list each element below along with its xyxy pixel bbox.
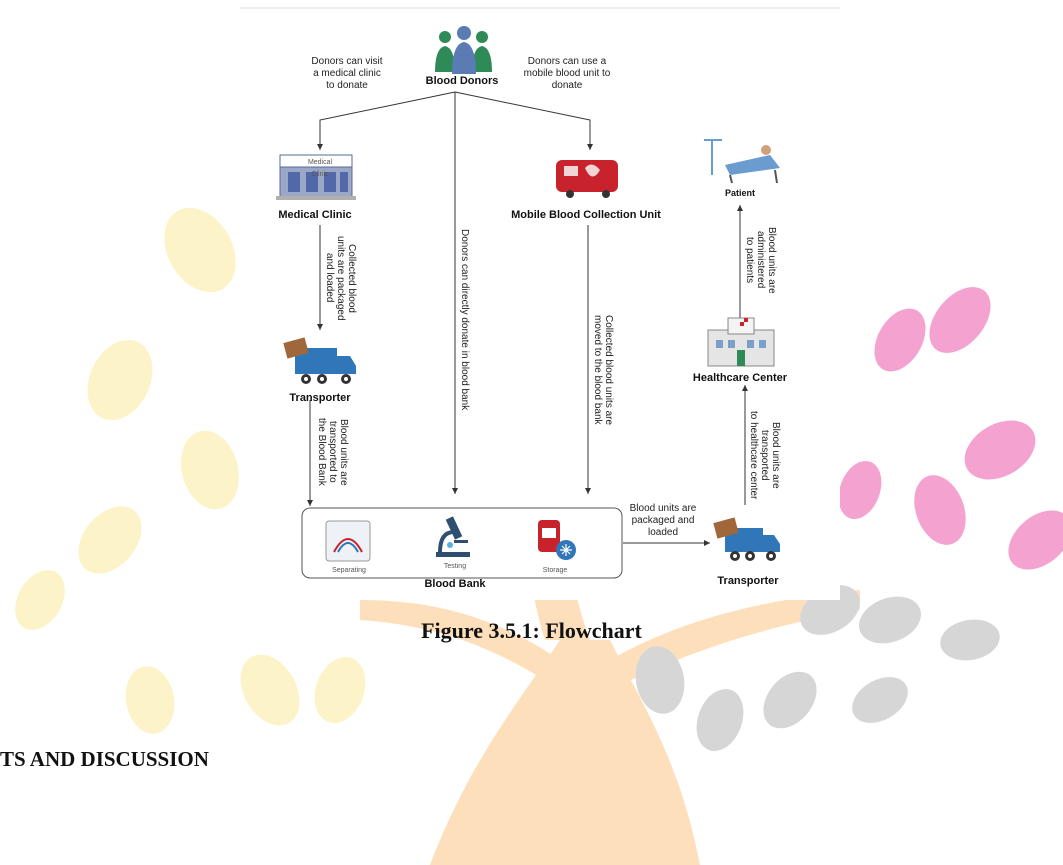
edge-label-line: transported to bbox=[327, 421, 338, 483]
edge-label-direct-donation: Donors can directly donate in blood bank bbox=[459, 229, 470, 411]
clinic-sign: Medical Clinic bbox=[307, 159, 333, 178]
edge-label-line: Blood units are bbox=[338, 418, 349, 486]
edge-label-line: Collected blood units are bbox=[603, 314, 614, 426]
mobile-unit-label: Mobile Blood Collection Unit bbox=[511, 209, 661, 221]
medical-clinic-icon bbox=[276, 154, 356, 200]
testing-label: Testing bbox=[443, 563, 467, 570]
patient-label: Patient bbox=[724, 188, 755, 198]
microscope-icon bbox=[436, 516, 470, 557]
edge-label-to-mobile: Donors can use a mobile blood unit to do… bbox=[512, 56, 622, 92]
patient-bed-icon bbox=[704, 139, 780, 184]
healthcare-center-label: Healthcare Center bbox=[692, 372, 788, 384]
separating-label: Separating bbox=[332, 567, 366, 574]
edge-label-healthcare-to-patient: Blood units are administered to patients bbox=[744, 210, 777, 310]
edge-label-line: Blood units are bbox=[766, 226, 777, 294]
transporter-right-label: Transporter bbox=[717, 575, 779, 587]
edge-label-transporter-to-healthcare: Blood units are transported to healthcar… bbox=[748, 400, 781, 510]
edge-label-line: to patients bbox=[744, 236, 755, 284]
edge-label-line: donate bbox=[551, 80, 583, 91]
edge-label-to-clinic: Donors can visit a medical clinic to don… bbox=[292, 56, 402, 92]
transporter-truck-icon-left bbox=[283, 337, 356, 384]
edge-label-line: Blood units are bbox=[770, 421, 781, 489]
pink-leaves bbox=[838, 287, 1063, 570]
flow-arrows bbox=[307, 91, 748, 548]
mobile-blood-unit-icon bbox=[556, 160, 618, 198]
edge-label-clinic-to-transporter: Collected blood units are packaged and l… bbox=[324, 228, 357, 328]
edge-label-bank-to-transporter: Blood units are packaged and loaded bbox=[618, 503, 708, 539]
edge-label-line: transported bbox=[759, 429, 770, 481]
blood-storage-icon bbox=[538, 520, 576, 560]
blood-bank-label: Blood Bank bbox=[424, 578, 486, 590]
edge-label-line: the Blood Bank bbox=[316, 418, 327, 486]
edge-label-line: Blood units are bbox=[629, 503, 697, 514]
figure-caption: Figure 3.5.1: Flowchart bbox=[421, 618, 642, 643]
edge-label-line: to healthcare center bbox=[748, 410, 759, 500]
transporter-truck-icon-right bbox=[713, 517, 780, 561]
edge-label-line: Collected blood bbox=[346, 243, 357, 313]
edge-label-line: moved to the blood bank bbox=[592, 315, 603, 425]
flowchart-diagram bbox=[240, 7, 840, 579]
edge-label-line: packaged and bbox=[631, 515, 695, 526]
medical-clinic-label: Medical Clinic bbox=[278, 209, 352, 221]
edge-label-line: administered bbox=[755, 231, 766, 289]
section-heading: TS AND DISCUSSION bbox=[0, 747, 209, 771]
blood-donors-label: Blood Donors bbox=[425, 75, 499, 87]
edge-label-line: mobile blood unit to bbox=[523, 68, 611, 79]
transporter-left-label: Transporter bbox=[289, 392, 351, 404]
edge-label-mobile-to-bank: Collected blood units are moved to the b… bbox=[592, 280, 614, 460]
edge-label-line: to donate bbox=[326, 80, 368, 91]
edge-label-line: a medical clinic bbox=[313, 68, 381, 79]
grey-leaves bbox=[635, 585, 1000, 751]
blood-donors-icon bbox=[435, 26, 492, 74]
flowchart-figure: Donors can visit a medical clinic to don… bbox=[240, 0, 840, 600]
edge-label-line: Donors can visit bbox=[311, 56, 383, 67]
separating-icon bbox=[325, 520, 371, 562]
edge-label-line: loaded bbox=[647, 527, 679, 538]
storage-label: Storage bbox=[542, 567, 568, 574]
edge-label-transporter-to-bank: Blood units are transported to the Blood… bbox=[316, 402, 349, 502]
edge-label-line: units are packaged bbox=[335, 235, 346, 321]
healthcare-center-icon bbox=[707, 317, 775, 367]
edge-label-line: Donors can use a bbox=[527, 56, 607, 67]
edge-label-line: and loaded bbox=[324, 253, 335, 303]
